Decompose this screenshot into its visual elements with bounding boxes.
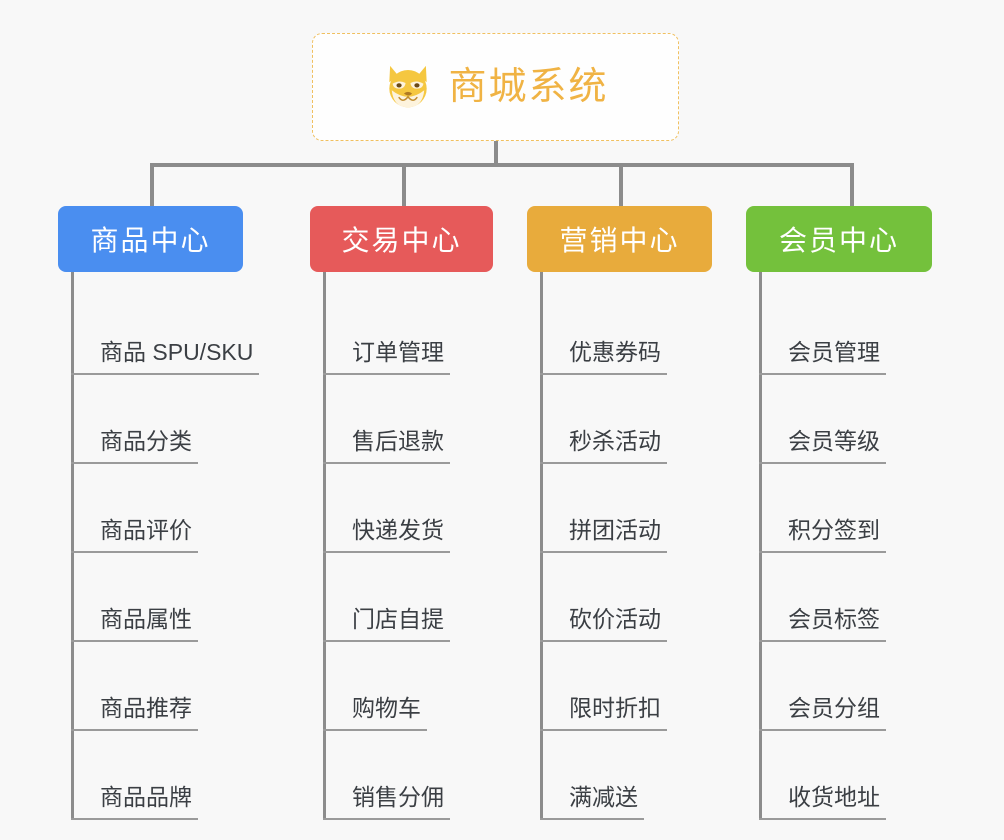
root-node[interactable]: 商城系统 [312, 33, 679, 141]
leaf-label: 限时折扣 [540, 697, 667, 731]
leaf-label: 满减送 [540, 786, 644, 820]
leaf-item[interactable]: 秒杀活动 [527, 375, 712, 464]
branch-spine-product [71, 272, 74, 818]
branch-column-product: 商品中心 商品 SPU/SKU 商品分类 商品评价 商品属性 商品推荐 商品品牌 [58, 206, 260, 820]
leaf-label: 商品分类 [71, 430, 198, 464]
connector-drop-2 [402, 163, 406, 206]
root-title: 商城系统 [448, 66, 609, 108]
leaf-label: 会员管理 [759, 341, 886, 375]
leaf-label: 商品品牌 [71, 786, 198, 820]
leaf-item[interactable]: 会员标签 [746, 553, 932, 642]
branch-spine-marketing [540, 272, 543, 818]
branch-header-member[interactable]: 会员中心 [746, 206, 932, 272]
branch-label: 交易中心 [341, 225, 462, 256]
leaf-item[interactable]: 商品推荐 [58, 642, 243, 731]
branch-spine-trade [323, 272, 326, 818]
branch-items-member: 会员管理 会员等级 积分签到 会员标签 会员分组 收货地址 [746, 272, 932, 820]
leaf-label: 会员等级 [759, 430, 886, 464]
branch-items-product: 商品 SPU/SKU 商品分类 商品评价 商品属性 商品推荐 商品品牌 [58, 272, 260, 820]
branch-column-marketing: 营销中心 优惠券码 秒杀活动 拼团活动 砍价活动 限时折扣 满减送 [527, 206, 712, 820]
shiba-dog-icon [382, 61, 434, 113]
leaf-label: 会员分组 [759, 697, 886, 731]
leaf-item[interactable]: 订单管理 [310, 286, 493, 375]
leaf-label: 砍价活动 [540, 608, 667, 642]
leaf-label: 售后退款 [323, 430, 450, 464]
leaf-item[interactable]: 限时折扣 [527, 642, 712, 731]
leaf-label: 积分签到 [759, 519, 886, 553]
connector-drop-3 [619, 163, 623, 206]
leaf-label: 收货地址 [759, 786, 886, 820]
branch-label: 会员中心 [778, 225, 899, 256]
leaf-item[interactable]: 门店自提 [310, 553, 493, 642]
leaf-item[interactable]: 积分签到 [746, 464, 932, 553]
branch-label: 商品中心 [90, 225, 211, 256]
leaf-label: 秒杀活动 [540, 430, 667, 464]
leaf-item[interactable]: 快递发货 [310, 464, 493, 553]
branch-column-trade: 交易中心 订单管理 售后退款 快递发货 门店自提 购物车 销售分佣 [310, 206, 493, 820]
leaf-label: 快递发货 [323, 519, 450, 553]
branch-header-product[interactable]: 商品中心 [58, 206, 243, 272]
leaf-item[interactable]: 满减送 [527, 731, 712, 820]
leaf-item[interactable]: 商品品牌 [58, 731, 243, 820]
branch-column-member: 会员中心 会员管理 会员等级 积分签到 会员标签 会员分组 收货地址 [746, 206, 932, 820]
leaf-label: 商品推荐 [71, 697, 198, 731]
leaf-item[interactable]: 售后退款 [310, 375, 493, 464]
leaf-item[interactable]: 收货地址 [746, 731, 932, 820]
leaf-item[interactable]: 购物车 [310, 642, 493, 731]
leaf-label: 会员标签 [759, 608, 886, 642]
branch-items-trade: 订单管理 售后退款 快递发货 门店自提 购物车 销售分佣 [310, 272, 493, 820]
leaf-label: 门店自提 [323, 608, 450, 642]
connector-drop-1 [150, 163, 154, 206]
connector-drop-4 [850, 163, 854, 206]
leaf-item[interactable]: 商品评价 [58, 464, 243, 553]
leaf-item[interactable]: 销售分佣 [310, 731, 493, 820]
branch-items-marketing: 优惠券码 秒杀活动 拼团活动 砍价活动 限时折扣 满减送 [527, 272, 712, 820]
branch-label: 营销中心 [559, 225, 680, 256]
leaf-item[interactable]: 会员管理 [746, 286, 932, 375]
leaf-item[interactable]: 商品 SPU/SKU [58, 286, 260, 375]
leaf-item[interactable]: 会员分组 [746, 642, 932, 731]
leaf-label: 商品 SPU/SKU [71, 341, 260, 375]
connector-root-stem [494, 141, 498, 165]
leaf-label: 商品属性 [71, 608, 198, 642]
leaf-label: 订单管理 [323, 341, 450, 375]
leaf-label: 购物车 [323, 697, 427, 731]
connector-horizontal-bus [150, 163, 852, 167]
branch-header-marketing[interactable]: 营销中心 [527, 206, 712, 272]
leaf-label: 优惠券码 [540, 341, 667, 375]
leaf-item[interactable]: 会员等级 [746, 375, 932, 464]
leaf-label: 商品评价 [71, 519, 198, 553]
leaf-label: 拼团活动 [540, 519, 667, 553]
branch-spine-member [759, 272, 762, 818]
branch-header-trade[interactable]: 交易中心 [310, 206, 493, 272]
leaf-label: 销售分佣 [323, 786, 450, 820]
leaf-item[interactable]: 商品属性 [58, 553, 243, 642]
leaf-item[interactable]: 拼团活动 [527, 464, 712, 553]
leaf-item[interactable]: 砍价活动 [527, 553, 712, 642]
leaf-item[interactable]: 优惠券码 [527, 286, 712, 375]
leaf-item[interactable]: 商品分类 [58, 375, 243, 464]
